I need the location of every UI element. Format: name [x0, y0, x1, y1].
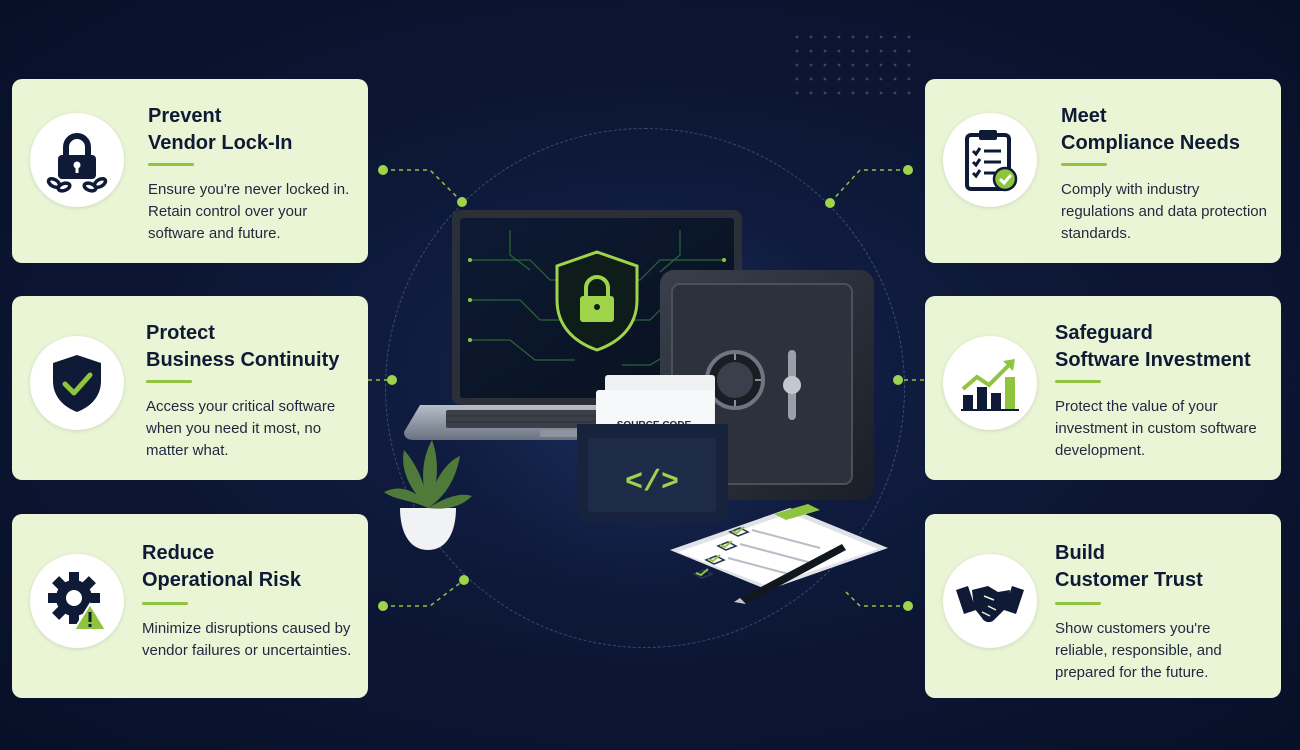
card-title: Prevent Vendor Lock-In	[148, 105, 293, 154]
source-code-folder: SOURCE CODE </>	[577, 375, 728, 522]
growth-chart-icon	[961, 359, 1019, 411]
card-description: Ensure you're never locked in. Retain co…	[148, 181, 350, 242]
card-description: Show customers you're reliable, responsi…	[1055, 620, 1222, 681]
padlock-chain-icon	[46, 133, 108, 193]
accent-bar	[1061, 163, 1107, 166]
checklist-clipboard	[670, 504, 888, 604]
card-prevent-vendor-lock-in: Prevent Vendor Lock-In Ensure you're nev…	[12, 79, 368, 263]
decorative-dot-grid	[790, 30, 920, 100]
card-title: Protect Business Continuity	[146, 322, 340, 371]
clipboard-check-icon	[965, 130, 1018, 192]
accent-bar	[148, 163, 194, 166]
card-safeguard-software-investment: Safeguard Software Investment Protect th…	[925, 296, 1281, 480]
potted-plant	[384, 440, 472, 550]
handshake-icon	[956, 586, 1024, 623]
card-reduce-operational-risk: Reduce Operational Risk Minimize disrupt…	[12, 514, 368, 698]
accent-bar	[1055, 602, 1101, 605]
accent-bar	[1055, 380, 1101, 383]
code-brackets-icon: </>	[625, 466, 679, 500]
accent-bar	[142, 602, 188, 605]
card-protect-business-continuity: Protect Business Continuity Access your …	[12, 296, 368, 480]
card-description: Access your critical software when you n…	[146, 398, 336, 459]
card-description: Comply with industry regulations and dat…	[1061, 181, 1267, 242]
card-description: Protect the value of your investment in …	[1055, 398, 1257, 459]
card-build-customer-trust: Build Customer Trust Show customers you'…	[925, 514, 1281, 698]
center-illustration: SOURCE CODE </>	[384, 210, 888, 604]
card-title: Meet Compliance Needs	[1061, 105, 1240, 154]
card-title: Build Customer Trust	[1055, 542, 1203, 591]
gear-warning-icon	[48, 572, 108, 631]
card-title: Reduce Operational Risk	[142, 542, 301, 591]
shield-check-icon	[53, 355, 101, 412]
dashed-orbit-ring	[385, 128, 905, 648]
card-description: Minimize disruptions caused by vendor fa…	[142, 620, 352, 659]
card-meet-compliance-needs: Meet Compliance Needs Comply with indust…	[925, 79, 1281, 263]
card-title: Safeguard Software Investment	[1055, 322, 1251, 371]
accent-bar	[146, 380, 192, 383]
